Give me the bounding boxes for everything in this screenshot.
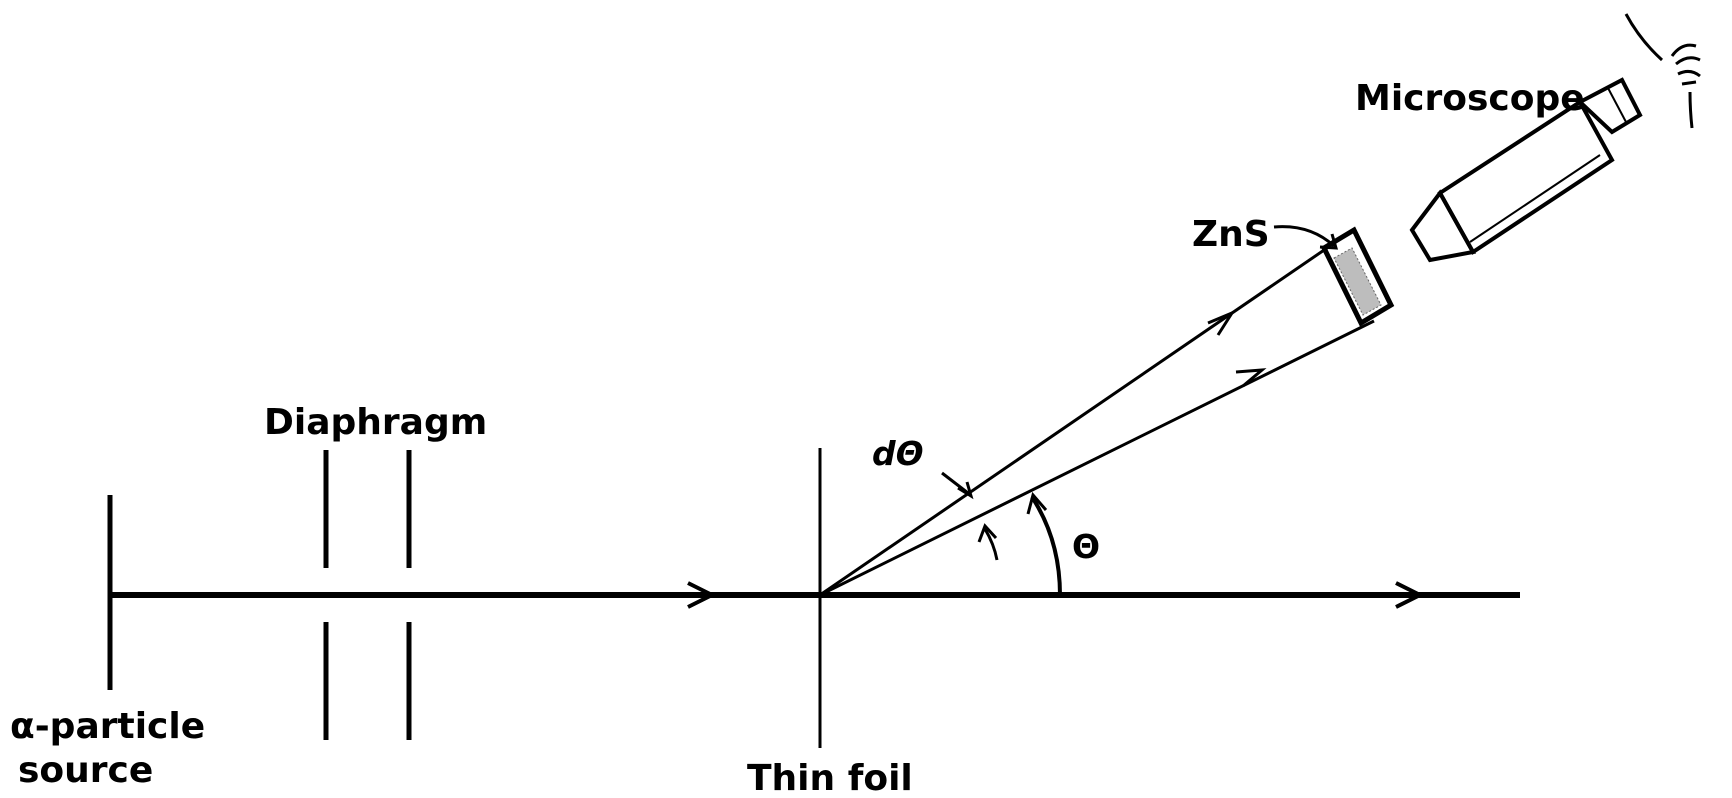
eye-nose — [1688, 91, 1694, 129]
incident-beam-arrow — [687, 581, 717, 609]
zns-screen — [1273, 225, 1395, 327]
eye-icon — [1624, 13, 1701, 129]
scattered-ray-upper-arrow — [1207, 309, 1236, 336]
angle-arcs — [977, 491, 1062, 596]
source-label-line1: α-particle — [10, 706, 205, 747]
transmitted-beam — [820, 581, 1520, 609]
microscope-eyepiece-inner — [1607, 87, 1627, 123]
zns-leader — [1273, 225, 1336, 248]
eye-lashes — [1670, 43, 1701, 86]
theta-arc — [1030, 495, 1062, 596]
zns-leader-arrow — [1319, 233, 1339, 250]
d-theta-arc-arrow — [977, 523, 998, 543]
microscope — [1409, 77, 1643, 263]
scattered-ray-lower-arrow — [1235, 368, 1267, 388]
d-theta-arc — [983, 528, 999, 561]
transmitted-beam-arrow — [1395, 581, 1425, 609]
microscope-label: Microscope — [1355, 78, 1585, 119]
scattered-beam — [819, 244, 1375, 597]
microscope-eyepiece — [1576, 77, 1643, 135]
eye-brow — [1624, 13, 1664, 62]
d-theta-leader-arrow — [957, 481, 974, 500]
diaphragm — [323, 450, 412, 740]
microscope-body — [1437, 99, 1615, 255]
thin-foil-label: Thin foil — [747, 758, 913, 798]
zns-screen-body — [1320, 226, 1395, 327]
scattered-ray-lower — [819, 319, 1375, 597]
zns-label: ZnS — [1192, 214, 1270, 255]
diaphragm-label: Diaphragm — [264, 402, 487, 443]
d-theta-label: dΘ — [872, 434, 924, 473]
theta-arc-arrow — [1026, 491, 1048, 515]
source-label-line2: source — [18, 750, 153, 791]
incident-beam — [110, 581, 820, 609]
microscope-objective — [1409, 189, 1477, 263]
microscope-body-inner — [1469, 154, 1601, 243]
zns-screen-coating — [1333, 247, 1382, 316]
d-theta-leader — [941, 471, 969, 495]
theta-label: Θ — [1072, 527, 1100, 566]
scattered-ray-upper — [819, 244, 1331, 597]
